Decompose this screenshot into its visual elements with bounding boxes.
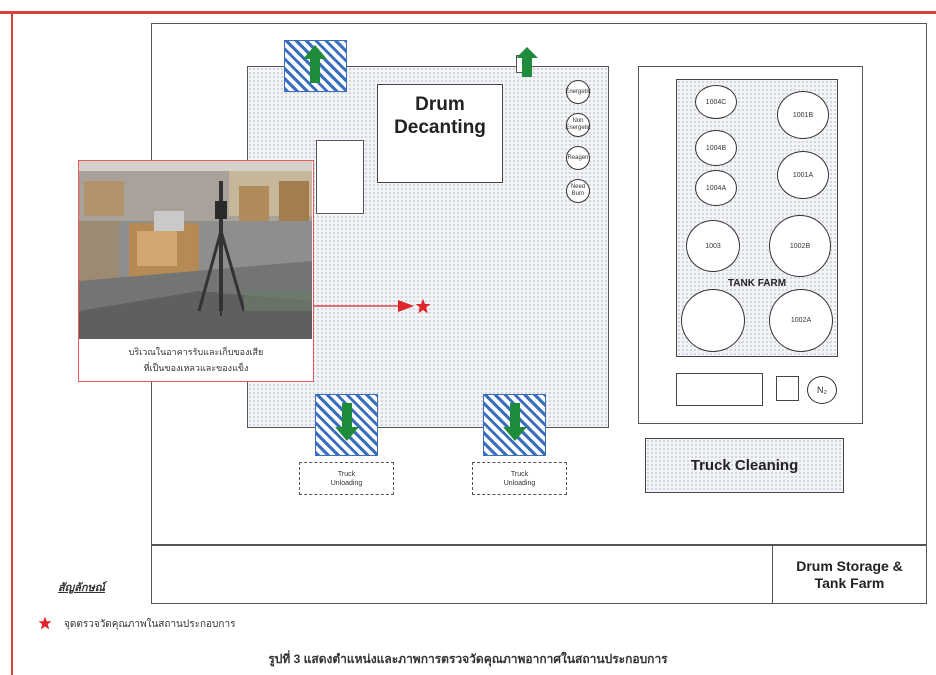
tank-unlabeled: [681, 289, 745, 352]
legend-star-label: จุดตรวจวัดคุณภาพในสถานประกอบการ: [64, 619, 236, 630]
tank-1002b: 1002B: [769, 215, 831, 277]
figure-caption: รูปที่ 3 แสดงตำแหน่งและภาพการตรวจวัดคุณภ…: [268, 652, 668, 666]
tank-1004a: 1004A: [695, 170, 737, 206]
drum-decanting-area: Drum Decanting: [377, 84, 503, 183]
tank-1003: 1003: [686, 220, 740, 272]
bottom-right-arrow-icon: [503, 403, 527, 441]
bottom-left-arrow-icon: [335, 403, 359, 441]
page-left-border: [11, 11, 13, 675]
measurement-point-star-icon: [415, 298, 431, 314]
non-energetic-unit: Non Energetic: [565, 113, 591, 137]
top-entrance-arrow-icon: [303, 45, 327, 83]
tank-1001b: 1001B: [777, 91, 829, 139]
warehouse-photo: [79, 161, 312, 339]
interior-room: [316, 140, 364, 214]
legend-star-icon: [38, 616, 52, 630]
reagen-unit: Reagen: [566, 146, 590, 170]
photo-callout: บริเวณในอาคารรับและเก็บของเสีย ที่เป็นขอ…: [78, 160, 314, 382]
truck-cleaning-area: Truck Cleaning: [645, 438, 844, 493]
callout-pointer: [314, 300, 414, 312]
tank-1001a: 1001A: [777, 151, 829, 199]
drum-storage-box: Drum Storage & Tank Farm: [772, 545, 927, 604]
tank-farm-equipment-box: [676, 373, 763, 406]
truck-unloading-left: Truck Unloading: [299, 462, 394, 495]
tank-1002a: 1002A: [769, 289, 833, 352]
exit-arrow-icon: [516, 47, 538, 77]
legend-title: สัญลักษณ์: [58, 582, 105, 594]
tank-farm-small-box: [776, 376, 799, 401]
drum-storage-label: Drum Storage & Tank Farm: [796, 557, 903, 591]
need-burn-unit: Need Burn: [566, 179, 590, 203]
truck-unloading-right: Truck Unloading: [472, 462, 567, 495]
page-top-border: [0, 11, 936, 14]
nitrogen-tank: N₂: [807, 376, 837, 404]
truck-cleaning-label: Truck Cleaning: [690, 457, 799, 474]
photo-caption: บริเวณในอาคารรับและเก็บของเสีย ที่เป็นขอ…: [128, 347, 264, 373]
energetic-unit: Energetic: [565, 80, 591, 104]
drum-decanting-label: Drum Decanting: [394, 94, 486, 138]
tank-1004b: 1004B: [695, 130, 737, 166]
tank-1004c: 1004C: [695, 85, 737, 119]
tank-farm-label: TANK FARM: [727, 278, 787, 289]
